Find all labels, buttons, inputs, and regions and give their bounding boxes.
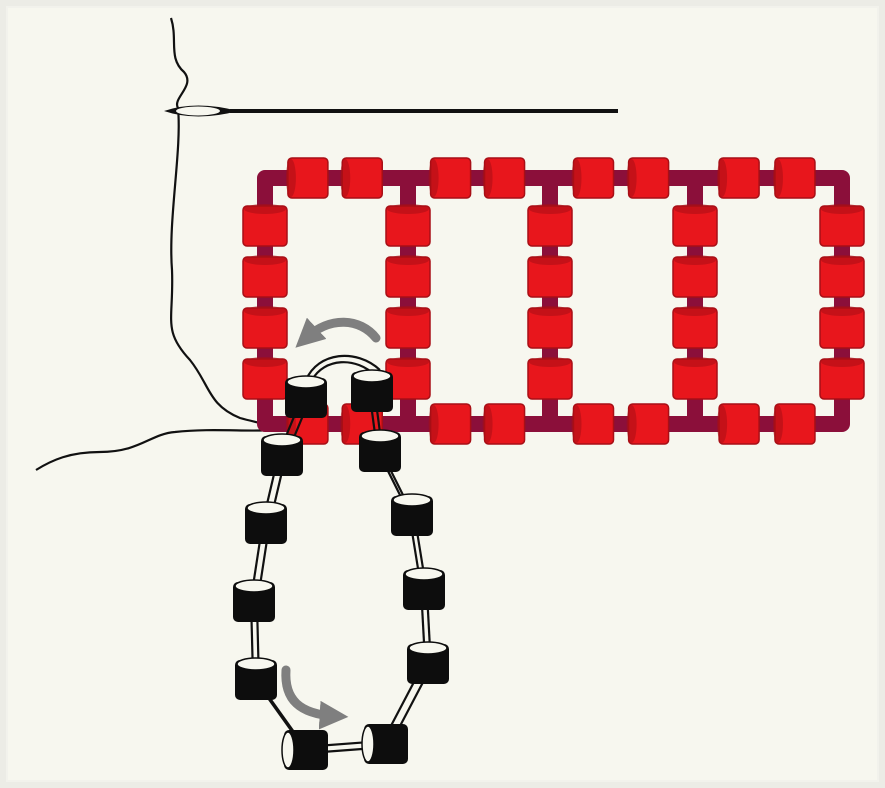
red-bead xyxy=(243,357,287,399)
needle-icon xyxy=(164,106,618,117)
red-bead xyxy=(528,357,572,399)
black-bead xyxy=(235,658,277,700)
red-bead xyxy=(528,204,572,246)
black-bead xyxy=(282,730,328,770)
black-bead xyxy=(362,724,408,764)
red-bead xyxy=(243,255,287,297)
black-bead xyxy=(233,580,275,622)
red-bead xyxy=(386,204,430,246)
black-bead xyxy=(407,642,449,684)
curved-arrow-left-icon xyxy=(306,322,376,338)
black-bead xyxy=(403,568,445,610)
red-bead xyxy=(243,306,287,348)
red-bead xyxy=(627,404,669,444)
black-bead xyxy=(245,502,287,544)
red-bead xyxy=(717,158,759,198)
red-bead xyxy=(820,306,864,348)
red-bead xyxy=(528,306,572,348)
red-bead xyxy=(483,404,525,444)
red-bead xyxy=(627,158,669,198)
red-bead xyxy=(243,204,287,246)
red-bead xyxy=(429,158,471,198)
red-bead xyxy=(820,204,864,246)
red-bead xyxy=(673,255,717,297)
red-bead xyxy=(773,158,815,198)
black-bead xyxy=(285,376,327,418)
curved-arrow-right-icon xyxy=(286,670,334,716)
red-bead xyxy=(286,158,328,198)
red-bead xyxy=(483,158,525,198)
red-bead xyxy=(429,404,471,444)
red-bead xyxy=(820,255,864,297)
red-bead xyxy=(673,306,717,348)
red-bead xyxy=(773,404,815,444)
red-bead xyxy=(673,357,717,399)
black-bead xyxy=(351,370,393,412)
red-bead xyxy=(340,158,382,198)
red-bead xyxy=(673,204,717,246)
black-bead xyxy=(391,494,433,536)
red-bead xyxy=(386,255,430,297)
red-bead xyxy=(717,404,759,444)
black-bead xyxy=(359,430,401,472)
black-bead xyxy=(261,434,303,476)
loose-thread xyxy=(36,18,272,470)
red-bead xyxy=(820,357,864,399)
red-bead xyxy=(528,255,572,297)
red-bead xyxy=(386,306,430,348)
red-bead xyxy=(572,158,614,198)
red-bead xyxy=(572,404,614,444)
